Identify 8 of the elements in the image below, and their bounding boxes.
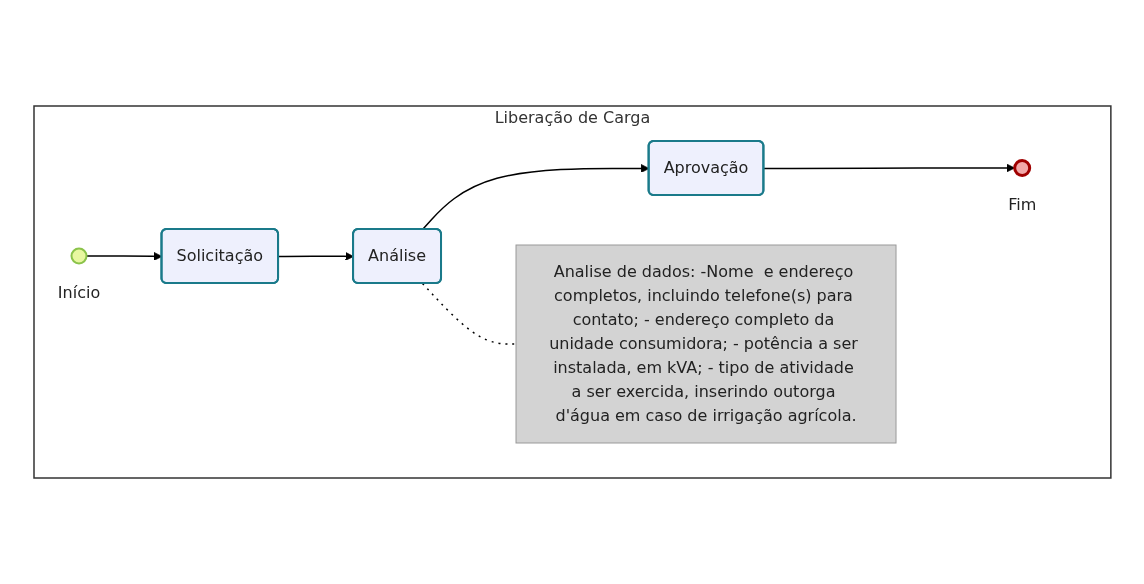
connector (421, 282, 517, 345)
node-label: Fim (1007, 194, 1036, 214)
arrow (762, 163, 1015, 173)
node-circle (1012, 159, 1031, 177)
arrow (85, 252, 162, 261)
node-label: Início (57, 282, 100, 302)
node-box: Analise de dados: -Nome e endereço completos, incluindo telefone(s) para contato; - endereço completo da unidade consumidora; - potência a ser instalada, em kVA; - tipo de atividade a ser exercida, inserindo outorga d'água em caso de irrigação agrícola. (515, 244, 897, 444)
node-circle (70, 247, 88, 265)
